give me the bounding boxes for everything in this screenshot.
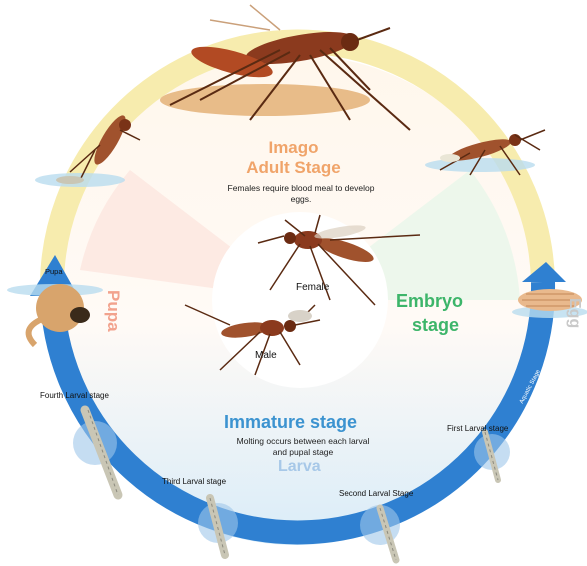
egg-side-label: Egg: [565, 298, 583, 328]
first-larval-label: First Larval stage: [447, 424, 508, 433]
embryo-label: Embryo: [396, 291, 463, 312]
larva-label: Larva: [278, 458, 321, 476]
immature-stage-heading: Immature stage: [224, 412, 357, 433]
male-label: Male: [255, 350, 277, 361]
female-label: Female: [296, 282, 329, 293]
pupa-stage-label: Pupa: [45, 267, 63, 276]
third-larval-label: Third Larval stage: [162, 477, 226, 486]
immature-stage-note: Molting occurs between each larval and p…: [233, 436, 373, 458]
adult-stage-note: Females require blood meal to develop eg…: [226, 183, 376, 205]
pupa-side-label: Pupa: [103, 290, 123, 332]
embryo-stage-label: stage: [412, 315, 459, 336]
adult-stage-heading: Adult Stage: [0, 158, 587, 178]
imago-label: Imago: [0, 138, 587, 158]
second-larval-label: Second Larval Stage: [339, 489, 413, 498]
fourth-larval-label: Fourth Larval stage: [40, 391, 109, 400]
